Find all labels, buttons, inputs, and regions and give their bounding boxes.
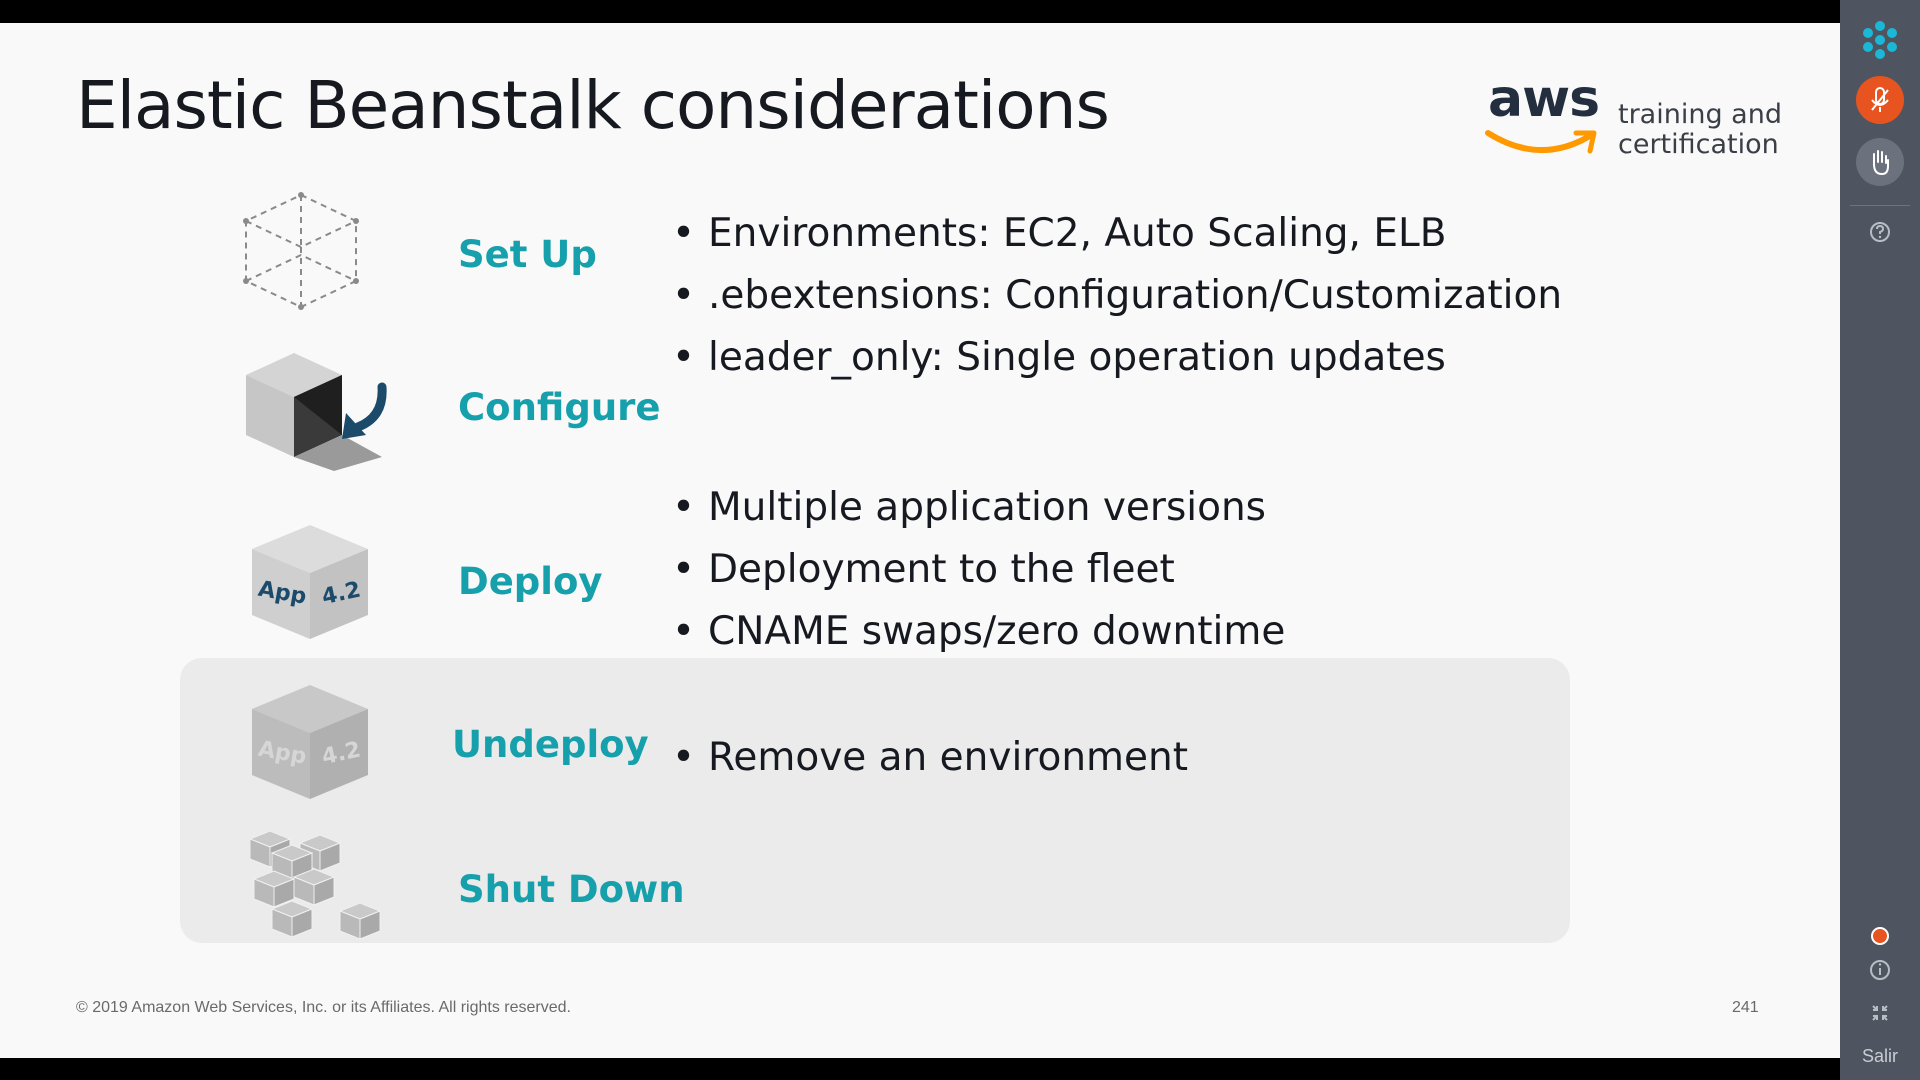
bullet-setup-2: .ebextensions: Configuration/Customizati… (672, 273, 1562, 318)
footer-copyright: © 2019 Amazon Web Services, Inc. or its … (76, 999, 571, 1016)
exit-button[interactable]: Salir (1861, 1046, 1898, 1066)
bullet-deploy-2: Deployment to the fleet (672, 547, 1175, 592)
slide-number: 241 (1732, 999, 1759, 1016)
recording-indicator (1856, 912, 1904, 960)
raise-hand-button[interactable] (1856, 138, 1904, 186)
bullet-setup-1: Environments: EC2, Auto Scaling, ELB (672, 211, 1446, 256)
step-label-deploy: Deploy (458, 560, 603, 603)
recording-dot-icon (1871, 927, 1889, 945)
sidebar-divider (1850, 205, 1910, 206)
info-button[interactable] (1856, 946, 1904, 994)
open-box-arrow-icon (246, 353, 387, 471)
meeting-sidebar: Salir (1840, 0, 1920, 1080)
microphone-muted-icon (1871, 87, 1889, 112)
faded-app-cube-icon: App 4.2 (252, 685, 368, 799)
exit-fullscreen-icon (1872, 1005, 1888, 1021)
presentation-slide: Elastic Beanstalk considerations aws tra… (0, 23, 1840, 1058)
aws-smile-icon (1485, 130, 1597, 154)
bullet-deploy-3: CNAME swaps/zero downtime (672, 609, 1285, 654)
raise-hand-icon (1873, 150, 1889, 176)
logo-text-line1: training and (1618, 99, 1782, 130)
step-label-shut-down: Shut Down (458, 868, 685, 911)
step-label-configure: Configure (458, 386, 661, 429)
bullet-undeploy-1: Remove an environment (672, 735, 1188, 780)
app-cube-icon: App 4.2 (252, 525, 368, 639)
stacked-cubes-icon (250, 831, 382, 940)
step-label-undeploy: Undeploy (452, 723, 649, 766)
app-logo-button[interactable] (1856, 16, 1904, 64)
exit-fullscreen-button[interactable] (1856, 989, 1904, 1037)
highlight-panel (180, 658, 1570, 943)
info-icon (1870, 960, 1890, 980)
wireframe-cube-icon (243, 192, 359, 310)
microphone-button[interactable] (1856, 76, 1904, 124)
bullet-setup-3: leader_only: Single operation updates (672, 335, 1446, 380)
snowflake-logo-icon (1863, 21, 1897, 59)
step-label-set-up: Set Up (458, 233, 597, 276)
slide-title: Elastic Beanstalk considerations (76, 67, 1110, 144)
logo-text-line2: certification (1618, 129, 1779, 160)
aws-training-logo: aws training and certification (1484, 69, 1784, 175)
help-button[interactable] (1856, 208, 1904, 256)
help-icon (1870, 222, 1890, 242)
aws-wordmark: aws (1488, 69, 1600, 129)
bullet-deploy-1: Multiple application versions (672, 485, 1266, 530)
